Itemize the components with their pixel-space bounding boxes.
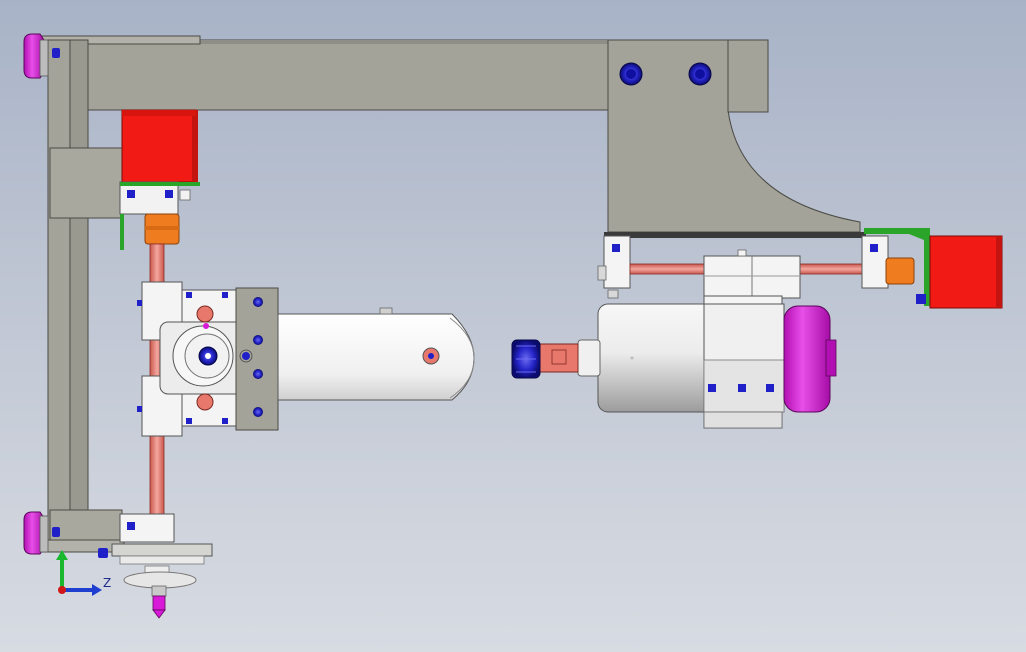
triad-origin (58, 586, 66, 594)
tool-body[interactable] (277, 307, 475, 401)
triad-z-label: Z (103, 576, 112, 590)
carriage-bolts (137, 292, 263, 424)
main-frame[interactable] (39, 35, 861, 553)
foot-top (23, 33, 49, 79)
coordinate-triad (56, 550, 102, 596)
spindle-fan-cap (783, 305, 837, 413)
collet-nut (511, 339, 541, 379)
vertical-motor-mount (119, 181, 200, 250)
spindle-motor[interactable] (597, 303, 785, 429)
horizontal-coupling (885, 257, 915, 285)
vertical-coupling (144, 213, 180, 245)
vertical-stepper-motor[interactable] (121, 109, 198, 183)
frame-bolts (52, 48, 712, 537)
horizontal-axis-rail (604, 228, 930, 306)
spindle-nose (537, 339, 601, 377)
horizontal-right-bearing-block (861, 235, 889, 289)
horizontal-left-bearing-block (597, 235, 631, 299)
bottom-bearing-block (119, 513, 175, 543)
foot-bottom (23, 511, 49, 555)
horizontal-stepper-motor[interactable] (916, 235, 1003, 309)
rotary-table[interactable] (98, 543, 213, 619)
